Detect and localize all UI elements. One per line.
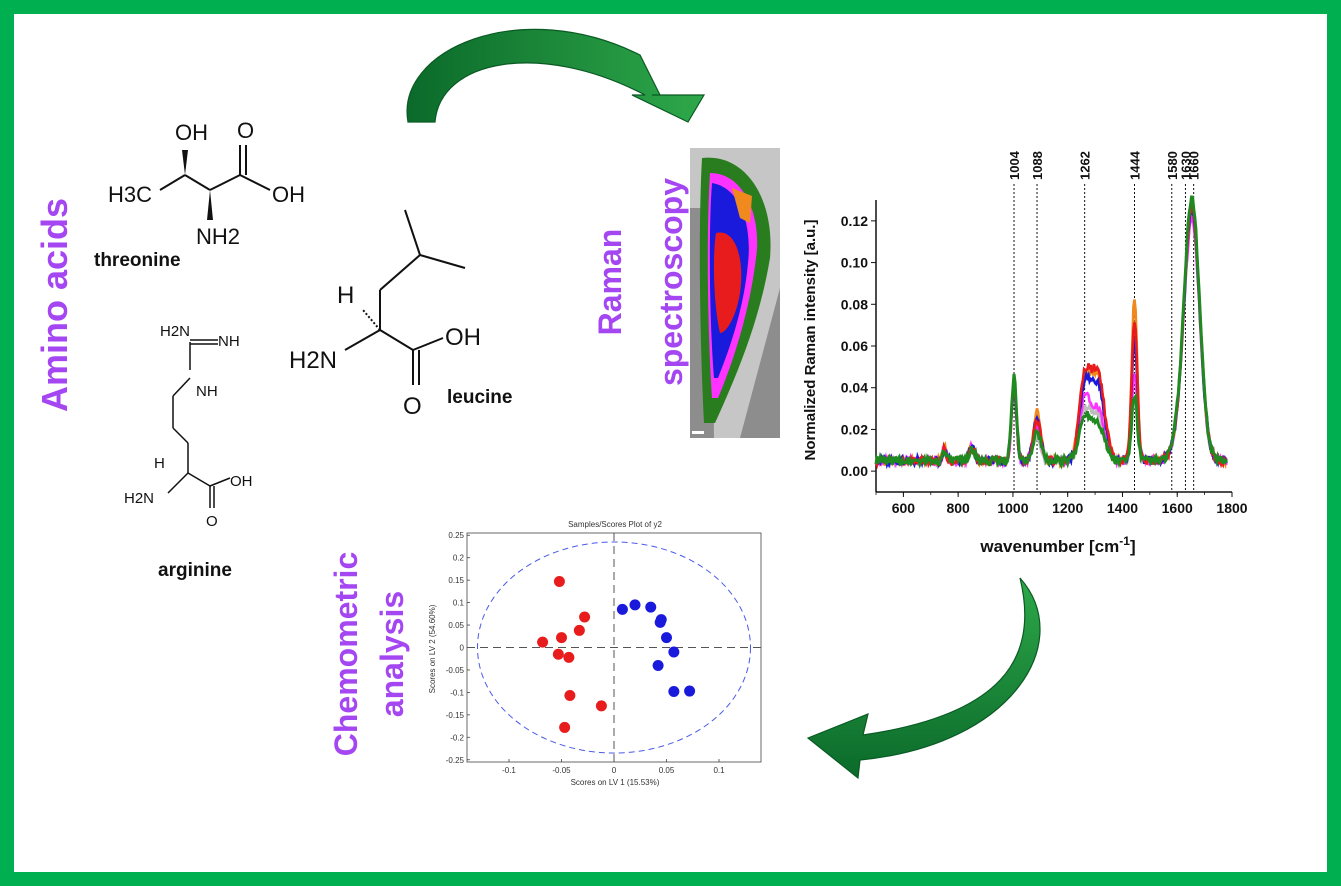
scores-point [616, 603, 628, 615]
scores-point [684, 685, 696, 697]
scores-point [645, 601, 657, 613]
arginine-atom-nh-mid: NH [196, 383, 218, 400]
scores-point [652, 659, 664, 671]
spectrum-peak-label: 1088 [1030, 151, 1045, 180]
scores-ytick-label: 0.2 [453, 554, 465, 563]
scores-point [559, 721, 571, 733]
threonine-name: threonine [94, 250, 181, 271]
spectrum-peak-label: 1580 [1165, 151, 1180, 180]
spectrum-peak-label: 1004 [1007, 150, 1022, 180]
arginine-atom-h: H [154, 455, 165, 472]
threonine-atom-o: O [237, 118, 254, 143]
scores-ytick-label: 0.25 [448, 531, 464, 540]
spectrum-peak-label: 1444 [1128, 150, 1143, 180]
scores-xtick-label: 0.1 [713, 766, 725, 775]
scores-point [654, 616, 666, 628]
spectrum-ytick-label: 0.06 [841, 338, 868, 354]
scores-ytick-label: 0.05 [448, 621, 464, 630]
leucine-atom-h: H [337, 282, 354, 309]
scores-ytick-label: -0.2 [450, 733, 464, 742]
scores-ylabel: Scores on LV 2 (54.60%) [428, 604, 437, 693]
scores-point [668, 686, 680, 698]
scores-ytick-label: 0.1 [453, 599, 465, 608]
chemometric-label-line2: analysis [374, 590, 410, 718]
scores-xtick-label: -0.05 [552, 766, 571, 775]
spectrum-xtick-label: 1000 [997, 500, 1028, 516]
scores-point [595, 700, 607, 712]
spectrum-xtick-label: 1200 [1052, 500, 1083, 516]
scores-ytick-label: -0.15 [446, 711, 465, 720]
arginine-atom-h2n-bottom: H2N [124, 490, 154, 507]
spectrum-ytick-label: 0.12 [841, 213, 868, 229]
spectrum-xtick-label: 600 [892, 500, 916, 516]
spectrum-ylabel: Normalized Raman intensity [a.u.] [802, 220, 819, 461]
arginine-atom-nh-top: NH [218, 333, 240, 350]
threonine-atom-oh-top: OH [175, 120, 208, 145]
chemometric-label-line1: Chemometric [328, 551, 364, 757]
scores-plot: Samples/Scores Plot of y2 -0.1 -0.05 0 0.05… [428, 520, 762, 787]
raman-label-line1: Raman [592, 228, 628, 336]
arginine-atom-oh: OH [230, 473, 253, 490]
leucine-atom-h2n: H2N [289, 347, 337, 374]
threonine-atom-h3c: H3C [108, 182, 152, 207]
scores-ytick-label: 0 [460, 644, 465, 653]
spectrum-ytick-label: 0.08 [841, 296, 868, 312]
arginine-atom-o: O [206, 513, 218, 530]
scores-point [579, 611, 591, 623]
leucine-name: leucine [447, 387, 513, 408]
scores-ytick-label: -0.1 [450, 688, 464, 697]
spectrum-ytick-label: 0.02 [841, 421, 868, 437]
threonine-structure: OH O H3C OH NH2 [108, 118, 305, 249]
leucine-structure: H H2N OH O [289, 209, 481, 420]
scores-title: Samples/Scores Plot of y2 [568, 520, 662, 529]
spectrum-ytick-label: 0.04 [841, 380, 868, 396]
scores-xtick-label: -0.1 [502, 766, 516, 775]
scores-xtick-label: 0 [612, 766, 617, 775]
scores-xlabel: Scores on LV 1 (15.53%) [571, 778, 660, 787]
leucine-atom-oh: OH [445, 324, 481, 351]
scores-point [553, 575, 565, 587]
scores-confidence-ellipse [477, 541, 751, 754]
spectrum-series-line [874, 195, 1228, 470]
arginine-name: arginine [158, 560, 232, 581]
threonine-atom-nh2: NH2 [196, 224, 240, 249]
amino-acids-label: Amino acids [34, 197, 75, 413]
scores-point [563, 651, 575, 663]
scores-ytick-label: -0.05 [446, 666, 465, 675]
spectrum-xtick-label: 1600 [1162, 500, 1193, 516]
spectrum-peak-label: 1660 [1187, 151, 1202, 180]
scores-ytick-label: -0.25 [446, 756, 465, 765]
raman-label-line2: spectroscopy [653, 177, 689, 387]
spectrum-xlabel: wavenumber [cm-1] [979, 534, 1135, 556]
scores-point [629, 599, 641, 611]
raman-map-image [690, 148, 780, 438]
spectrum-xtick-label: 800 [946, 500, 970, 516]
scores-xtick-label: 0.05 [659, 766, 675, 775]
arrow-top-shape [406, 28, 706, 123]
spectrum-xtick-label: 1800 [1216, 500, 1247, 516]
spectrum-ytick-label: 0.00 [841, 463, 868, 479]
leucine-atom-o: O [403, 393, 422, 420]
scores-point [573, 624, 585, 636]
scores-point [552, 648, 564, 660]
arginine-atom-h2n-top: H2N [160, 323, 190, 340]
raman-spectrum-chart: 600 800 1000 1200 1400 1600 1800 0.00 0.02 0.04 0.… [802, 150, 1248, 556]
scores-ytick-label: 0.15 [448, 576, 464, 585]
scores-point [564, 690, 576, 702]
spectrum-peak-label: 1630 [1178, 151, 1193, 180]
spectrum-peak-label: 1262 [1078, 151, 1093, 180]
scores-point [537, 636, 549, 648]
scores-point [556, 632, 567, 644]
arginine-structure: H2N NH NH H H2N OH O [124, 323, 253, 530]
spectrum-ytick-label: 0.10 [841, 255, 868, 271]
spectrum-xtick-label: 1400 [1107, 500, 1138, 516]
threonine-atom-oh-right: OH [272, 182, 305, 207]
arrow-bottom-shape [806, 577, 1041, 780]
scores-point [668, 646, 680, 658]
scores-point [661, 632, 672, 644]
